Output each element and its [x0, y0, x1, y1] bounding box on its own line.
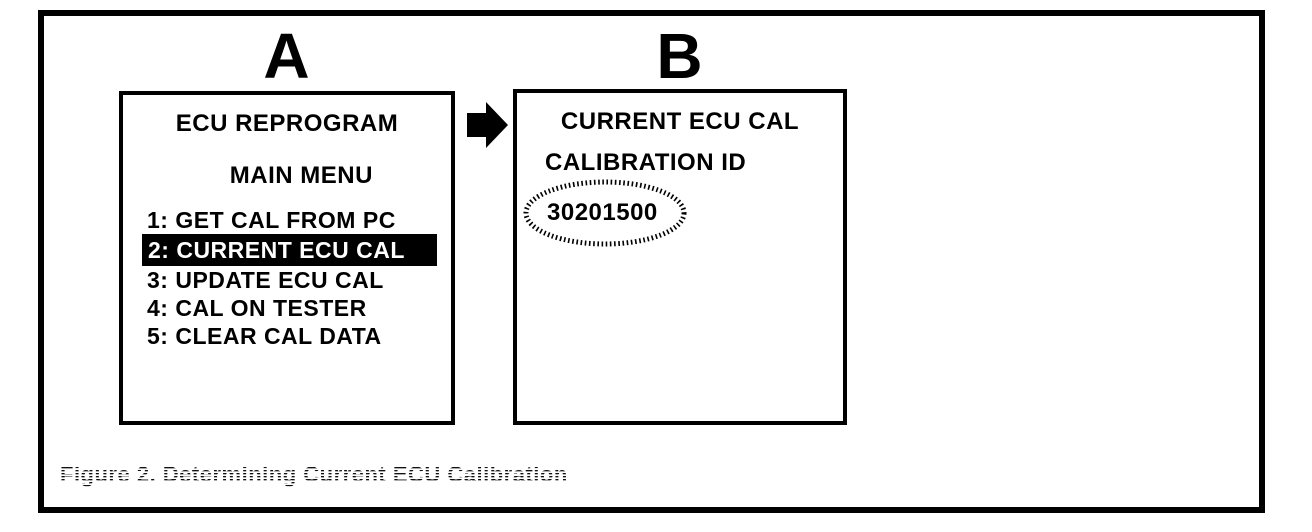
menu-item-get-cal-from-pc: 1: GET CAL FROM PC [147, 207, 396, 233]
panel-label-b: B [656, 20, 704, 92]
menu-item-clear-cal-data: 5: CLEAR CAL DATA [147, 323, 382, 349]
calibration-id-value: 30201500 [547, 199, 658, 226]
figure-caption: Figure 2. Determining Current ECU Calibr… [60, 462, 568, 487]
menu-item-current-ecu-cal-selected: 2: CURRENT ECU CAL [142, 234, 437, 266]
main-menu-list: 1: GET CAL FROM PC 2: CURRENT ECU CAL 3:… [123, 206, 451, 350]
screen-a-title-line1: ECU REPROGRAM [175, 110, 399, 137]
screen-a-title: ECU REPROGRAM MAIN MENU [123, 111, 451, 189]
screen-b-title: CURRENT ECU CAL [560, 108, 800, 135]
calibration-id-label: CALIBRATION ID [545, 149, 747, 176]
screen-a-ecu-reprogram-main-menu: ECU REPROGRAM MAIN MENU 1: GET CAL FROM … [119, 91, 455, 425]
right-arrow-icon [467, 102, 508, 148]
screen-a-title-line2: MAIN MENU [229, 162, 373, 189]
panel-label-a: A [263, 20, 311, 92]
menu-item-update-ecu-cal: 3: UPDATE ECU CAL [147, 267, 384, 293]
menu-item-cal-on-tester: 4: CAL ON TESTER [147, 295, 367, 321]
screen-b-current-ecu-cal: CURRENT ECU CAL CALIBRATION ID 30201500 [513, 89, 847, 425]
hatched-ellipse-icon [523, 179, 687, 247]
calibration-id-highlight: 30201500 [523, 179, 687, 247]
